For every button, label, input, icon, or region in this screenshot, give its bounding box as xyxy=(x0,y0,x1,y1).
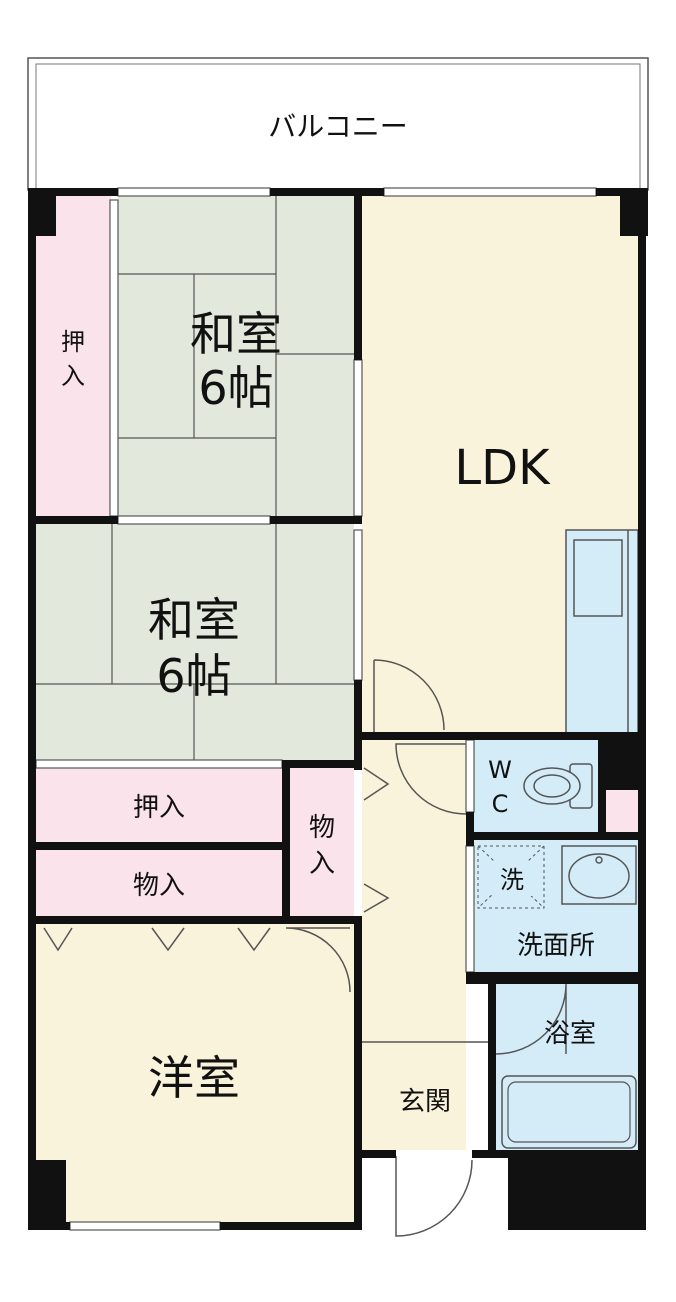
japanese-room-2-size: 6帖 xyxy=(156,649,231,703)
door-swings xyxy=(43,659,567,1237)
wash-basin-icon xyxy=(561,845,637,905)
closet-1-floor xyxy=(36,768,282,842)
bathtub xyxy=(501,1075,637,1149)
washer-label: 洗 xyxy=(500,866,524,894)
small-storage-floor xyxy=(606,790,638,832)
western-room-label: 洋室 xyxy=(148,1051,240,1105)
japanese-room-1-size: 6帖 xyxy=(198,361,273,415)
hall-floor xyxy=(362,740,466,1150)
ldk-label: LDK xyxy=(454,440,551,496)
kitchen-sink xyxy=(573,539,623,617)
walls xyxy=(28,188,648,1230)
balcony-label: バルコニー xyxy=(268,110,407,143)
tatami-lines-1 xyxy=(118,196,354,516)
japanese-room-2-name: 和室 xyxy=(148,593,240,647)
entrance-label: 玄関 xyxy=(399,1087,451,1117)
japanese-room-1-floor xyxy=(118,196,354,516)
washroom-label: 洗面所 xyxy=(517,931,595,961)
toilet-icon xyxy=(523,763,593,809)
storage-2-floor xyxy=(290,768,354,916)
balcony-area xyxy=(27,57,649,191)
bathtub-inner xyxy=(507,1081,631,1143)
closet-tall-label-top: 押 xyxy=(61,328,85,356)
bathroom-label: 浴室 xyxy=(544,1019,596,1049)
wc-label-top: W xyxy=(488,756,512,784)
closet-tall-floor xyxy=(36,196,111,516)
western-room-floor xyxy=(36,924,354,1222)
japanese-room-2-floor xyxy=(36,524,354,760)
japanese-room-1-name: 和室 xyxy=(190,307,282,361)
storage-1-label: 物入 xyxy=(133,871,185,901)
storage-2-label-bottom: 入 xyxy=(309,849,335,879)
tatami-lines-2 xyxy=(36,524,354,760)
storage-1-floor xyxy=(36,850,282,916)
closet-1-label: 押入 xyxy=(133,793,185,823)
wc-label-bottom: C xyxy=(492,790,509,818)
washer-label-bg xyxy=(492,862,532,896)
washer-space-icon xyxy=(477,845,545,909)
closet-tall-label-bottom: 入 xyxy=(61,362,85,390)
storage-2-label-top: 物 xyxy=(309,813,335,843)
